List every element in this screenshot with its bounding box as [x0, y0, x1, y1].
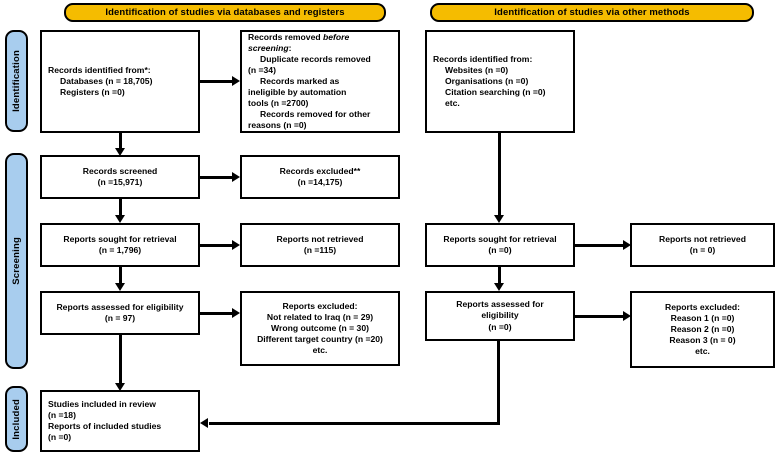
- reports-excluded-etc: etc.: [312, 345, 328, 356]
- records-removed-automation-n: tools (n =2700): [248, 98, 309, 109]
- connector-other-sought-to-not-retrieved: [575, 244, 627, 247]
- connector-assessed-to-included: [119, 335, 122, 385]
- box-other-reports-sought-retrieval: Reports sought for retrieval (n =0): [425, 223, 575, 267]
- records-screened-label: Records screened: [82, 165, 158, 176]
- other-reports-excluded-etc: etc.: [695, 346, 710, 357]
- arrowhead-identified-to-removed-icon: [232, 76, 240, 86]
- records-identified-line-1: Records identified from*:: [48, 64, 151, 75]
- stage-screening-label: Screening: [11, 237, 22, 285]
- arrowhead-other-sought-to-assessed-icon: [494, 283, 504, 291]
- reports-assessed-n: (n = 97): [104, 313, 136, 323]
- records-identified-databases: Databases (n = 18,705): [60, 75, 153, 86]
- reports-of-included-studies-n: (n =0): [48, 432, 72, 443]
- other-reports-excluded-reason-3: Reason 3 (n = 0): [669, 335, 736, 346]
- records-removed-other-1: Records removed for other: [260, 109, 371, 120]
- other-reports-sought-label: Reports sought for retrieval: [443, 233, 557, 244]
- banner-databases-registers: Identification of studies via databases …: [64, 3, 386, 22]
- reports-sought-label: Reports sought for retrieval: [63, 233, 177, 244]
- other-reports-not-retrieved-label: Reports not retrieved: [659, 233, 746, 244]
- arrowhead-screened-to-excluded-icon: [232, 172, 240, 182]
- records-removed-duplicates-n: (n =34): [248, 64, 276, 75]
- arrowhead-other-assessed-to-reports-excluded-icon: [623, 311, 631, 321]
- other-reports-sought-n: (n =0): [488, 245, 512, 255]
- other-reports-assessed-n: (n =0): [488, 321, 512, 332]
- box-reports-excluded-reasons: Reports excluded: Not related to Iraq (n…: [240, 291, 400, 366]
- other-reports-assessed-line-2: eligibility: [481, 310, 519, 321]
- other-identified-websites: Websites (n =0): [445, 64, 509, 75]
- other-reports-excluded-title: Reports excluded:: [665, 301, 740, 312]
- box-records-identified-other-methods: Records identified from: Websites (n =0)…: [425, 30, 575, 133]
- records-removed-automation-2: ineligible by automation: [248, 87, 347, 98]
- box-records-screened: Records screened (n =15,971): [40, 155, 200, 199]
- stage-identification-label: Identification: [11, 50, 22, 112]
- records-screened-n: (n =15,971): [97, 177, 143, 187]
- records-removed-line-1: Records removed before: [248, 31, 350, 42]
- records-identified-registers: Registers (n =0): [60, 87, 125, 98]
- reports-excluded-title: Reports excluded:: [282, 300, 358, 311]
- connector-other-assessed-to-included-vertical: [497, 341, 500, 424]
- reports-assessed-label: Reports assessed for eligibility: [56, 301, 184, 312]
- arrowhead-other-identified-to-sought-icon: [494, 215, 504, 223]
- stage-identification: Identification: [5, 30, 28, 132]
- arrowhead-assessed-to-included-icon: [115, 383, 125, 391]
- connector-other-identified-to-sought: [498, 133, 501, 217]
- connector-assessed-to-reports-excluded: [200, 312, 236, 315]
- arrowhead-sought-to-assessed-icon: [115, 283, 125, 291]
- connector-screened-to-sought: [119, 199, 122, 217]
- arrowhead-sought-to-not-retrieved-icon: [232, 240, 240, 250]
- banner-other-methods-label: Identification of studies via other meth…: [494, 7, 690, 18]
- arrowhead-other-to-included-icon: [200, 418, 208, 428]
- records-removed-automation-1: Records marked as: [260, 75, 340, 86]
- other-identified-organisations: Organisations (n =0): [445, 75, 529, 86]
- connector-identified-to-screened: [119, 133, 122, 151]
- arrowhead-assessed-to-reports-excluded-icon: [232, 308, 240, 318]
- box-records-removed-before-screening: Records removed before screening: Duplic…: [240, 30, 400, 133]
- stage-screening: Screening: [5, 153, 28, 369]
- connector-sought-to-assessed: [119, 267, 122, 285]
- other-reports-excluded-reason-1: Reason 1 (n =0): [670, 312, 735, 323]
- reports-excluded-reason-3: Different target country (n =20): [257, 334, 383, 345]
- connector-screened-to-excluded: [200, 176, 236, 179]
- box-other-reports-assessed-eligibility: Reports assessed for eligibility (n =0): [425, 291, 575, 341]
- connector-other-assessed-to-reports-excluded: [575, 315, 627, 318]
- box-reports-sought-retrieval: Reports sought for retrieval (n = 1,796): [40, 223, 200, 267]
- studies-included-label: Studies included in review: [48, 398, 156, 409]
- arrowhead-identified-to-screened-icon: [115, 148, 125, 156]
- other-identified-etc: etc.: [445, 98, 460, 109]
- other-identified-line-1: Records identified from:: [433, 53, 533, 64]
- reports-sought-n: (n = 1,796): [98, 245, 142, 255]
- box-other-reports-not-retrieved: Reports not retrieved (n = 0): [630, 223, 775, 267]
- stage-included-label: Included: [11, 398, 22, 440]
- reports-excluded-reason-1: Not related to Iraq (n = 29): [266, 311, 374, 322]
- other-reports-assessed-line-1: Reports assessed for: [456, 299, 544, 310]
- box-studies-included-in-review: Studies included in review (n =18) Repor…: [40, 390, 200, 452]
- connector-other-sought-to-assessed: [498, 267, 501, 285]
- studies-included-n: (n =18): [48, 409, 76, 420]
- reports-not-retrieved-n: (n =115): [303, 245, 337, 255]
- reports-of-included-studies-label: Reports of included studies: [48, 421, 162, 431]
- arrowhead-other-sought-to-not-retrieved-icon: [623, 240, 631, 250]
- records-removed-line-2: screening:: [248, 42, 292, 53]
- box-reports-assessed-eligibility: Reports assessed for eligibility (n = 97…: [40, 291, 200, 335]
- other-identified-citation-searching: Citation searching (n =0): [445, 87, 546, 98]
- box-reports-not-retrieved: Reports not retrieved (n =115): [240, 223, 400, 267]
- banner-databases-registers-label: Identification of studies via databases …: [105, 7, 345, 18]
- connector-sought-to-not-retrieved: [200, 244, 236, 247]
- records-removed-other-n: reasons (n =0): [248, 120, 307, 131]
- connector-identified-to-removed: [200, 80, 236, 83]
- arrowhead-screened-to-sought-icon: [115, 215, 125, 223]
- banner-other-methods: Identification of studies via other meth…: [430, 3, 754, 22]
- records-excluded-label: Records excluded**: [279, 165, 361, 176]
- other-reports-not-retrieved-n: (n = 0): [689, 245, 716, 255]
- box-records-excluded: Records excluded** (n =14,175): [240, 155, 400, 199]
- stage-included: Included: [5, 386, 28, 452]
- box-other-reports-excluded-reasons: Reports excluded: Reason 1 (n =0) Reason…: [630, 291, 775, 368]
- records-removed-duplicates: Duplicate records removed: [260, 53, 371, 64]
- reports-excluded-reason-2: Wrong outcome (n = 30): [271, 322, 369, 333]
- connector-other-assessed-to-included-horizontal: [209, 422, 500, 425]
- reports-not-retrieved-label: Reports not retrieved: [276, 233, 364, 244]
- records-excluded-n: (n =14,175): [297, 177, 343, 187]
- other-reports-excluded-reason-2: Reason 2 (n =0): [670, 323, 735, 334]
- box-records-identified-databases: Records identified from*: Databases (n =…: [40, 30, 200, 133]
